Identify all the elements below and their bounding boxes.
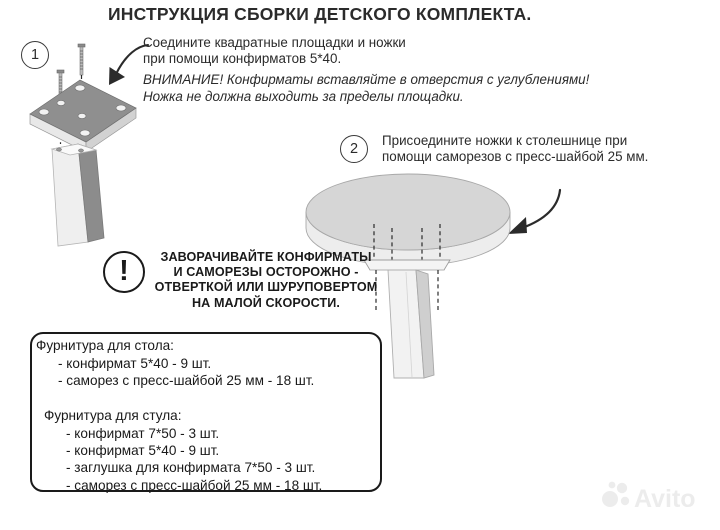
- tabletop-leg-assembly-diagram: [305, 173, 511, 379]
- caution-icon: !: [103, 251, 145, 293]
- chair-parts-title: Фурнитура для стула:: [44, 408, 182, 423]
- screw-guides-upper: [373, 224, 441, 260]
- chair-parts-item: - конфирмат 5*40 - 9 шт.: [66, 443, 220, 458]
- caution-line: ОТВЕРТКОЙ ИЛИ ШУРУПОВЕРТОМ: [154, 280, 378, 295]
- caution-line: НА МАЛОЙ СКОРОСТИ.: [191, 295, 341, 310]
- leg-plate-assembly-diagram: [29, 43, 137, 247]
- square-plate: [29, 79, 137, 153]
- step-2-badge: 2: [340, 135, 368, 163]
- step-1-pointer-arrow: [109, 43, 150, 85]
- step-1-badge: 1: [21, 41, 49, 69]
- avito-wordmark: Avito: [634, 485, 696, 513]
- table-parts-item: - конфирмат 5*40 - 9 шт.: [58, 355, 212, 371]
- caution-message: ЗАВОРАЧИВАЙТЕ КОНФИРМАТЫ И САМОРЕЗЫ ОСТО…: [140, 250, 392, 311]
- table-parts-title: Фурнитура для стола:: [36, 338, 174, 353]
- chair-parts-item: - саморез с пресс-шайбой 25 мм - 18 шт.: [66, 477, 323, 493]
- chair-parts-item: - конфирмат 7*50 - 3 шт.: [66, 425, 220, 441]
- assembled-leg: [387, 269, 435, 379]
- parts-list-box: [30, 332, 382, 492]
- confirmat-screw-right: [77, 43, 86, 76]
- avito-watermark-logo: Avito: [602, 481, 696, 513]
- step-1-instruction: Соедините квадратные площадки и ножки пр…: [143, 35, 406, 67]
- table-parts-group: Фурнитура для стола: - конфирмат 5*40 - …: [36, 337, 381, 389]
- caution-line: И САМОРЕЗЫ ОСТОРОЖНО -: [173, 265, 359, 280]
- caution-line: ЗАВОРАЧИВАЙТЕ КОНФИРМАТЫ: [160, 250, 372, 264]
- table-leg: [50, 143, 105, 247]
- chair-parts-item: - заглушка для конфирмата 7*50 - 3 шт.: [66, 460, 316, 476]
- step-1-number: 1: [30, 47, 40, 63]
- table-parts-item: - саморез с пресс-шайбой 25 мм - 18 шт.: [58, 373, 315, 388]
- page-title: ИНСТРУКЦИЯ СБОРКИ ДЕТСКОГО КОМПЛЕКТА.: [108, 4, 532, 24]
- step-2-instruction: Присоедините ножки к столешнице при помо…: [382, 133, 649, 165]
- tabletop: [305, 173, 511, 267]
- chair-parts-group: Фурнитура для стула: - конфирмат 7*50 - …: [44, 407, 384, 494]
- step-2-pointer-arrow: [508, 188, 562, 234]
- step-1-warning-text: ВНИМАНИЕ! Конфирматы вставляйте в отверс…: [143, 72, 590, 104]
- exclamation-icon: !: [119, 254, 129, 287]
- step-2-number: 2: [349, 141, 359, 157]
